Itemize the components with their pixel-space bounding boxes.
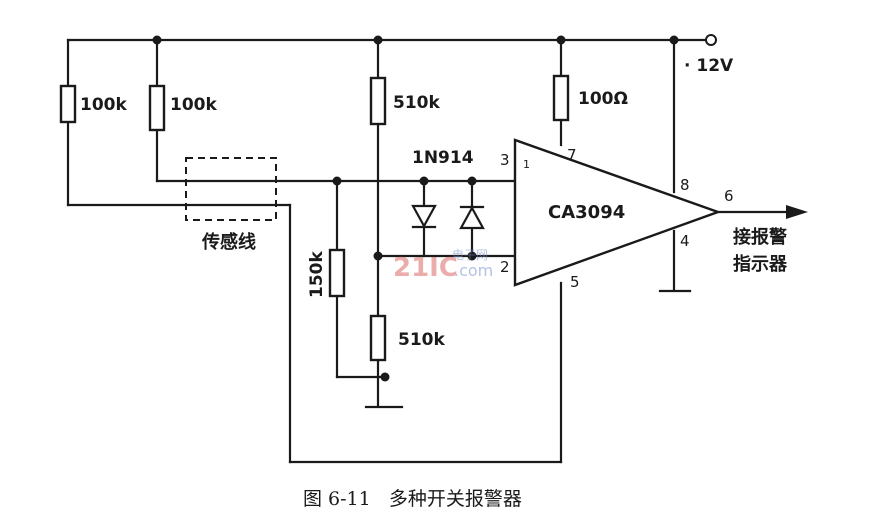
junction-dot: [467, 176, 477, 186]
resistor-r3: [369, 76, 387, 126]
resistor-r4-label: 100Ω: [578, 89, 628, 109]
diode-down: [411, 204, 437, 229]
resistor-r5: [328, 248, 346, 298]
resistor-r6: [369, 314, 387, 362]
output-arrow-icon: [786, 205, 808, 219]
resistor-r6-label: 510k: [398, 330, 445, 350]
junction-dot: [380, 372, 390, 382]
sensor-box: [185, 157, 277, 221]
watermark-logo: 21IC 电子网 .com: [393, 248, 493, 283]
pin-8: 8: [680, 176, 690, 194]
opamp-name: CA3094: [548, 202, 625, 223]
pin-3: 3: [500, 151, 510, 169]
pin-1: 1: [523, 158, 530, 171]
resistor-r2: [148, 84, 166, 132]
pin-4: 4: [680, 232, 690, 250]
resistor-r1-label: 100k: [80, 95, 127, 115]
junction-dot: [373, 35, 383, 45]
figure-caption: 图 6-11 多种开关报警器: [303, 488, 522, 510]
pin-7: 7: [567, 146, 577, 164]
pin-6: 6: [724, 187, 734, 205]
junction-dot: [152, 35, 162, 45]
junction-dot: [419, 176, 429, 186]
supply-terminal: [705, 34, 717, 46]
junction-dot: [669, 35, 679, 45]
diode-up: [459, 205, 485, 230]
resistor-r2-label: 100k: [170, 95, 217, 115]
supply-label: · 12V: [684, 56, 734, 76]
diode-label: 1N914: [412, 148, 474, 168]
junction-dot: [332, 176, 342, 186]
output-label-line1: 接报警: [733, 226, 787, 248]
junction-dot: [467, 251, 477, 261]
opamp-triangle: [513, 138, 722, 287]
junction-dot: [556, 35, 566, 45]
watermark-sub: 电子网: [452, 248, 488, 262]
resistor-r4: [552, 74, 570, 122]
resistor-r1: [59, 84, 77, 124]
junction-dot: [373, 251, 383, 261]
output-label-line2: 指示器: [733, 253, 788, 275]
resistor-r5-label: 150k: [307, 251, 327, 298]
resistor-r3-label: 510k: [393, 93, 440, 113]
watermark-main: 21IC: [393, 253, 458, 283]
sensor-label: 传感线: [201, 231, 256, 253]
pin-5: 5: [570, 273, 580, 291]
watermark-url: .com: [454, 261, 493, 280]
pin-2: 2: [500, 258, 510, 276]
